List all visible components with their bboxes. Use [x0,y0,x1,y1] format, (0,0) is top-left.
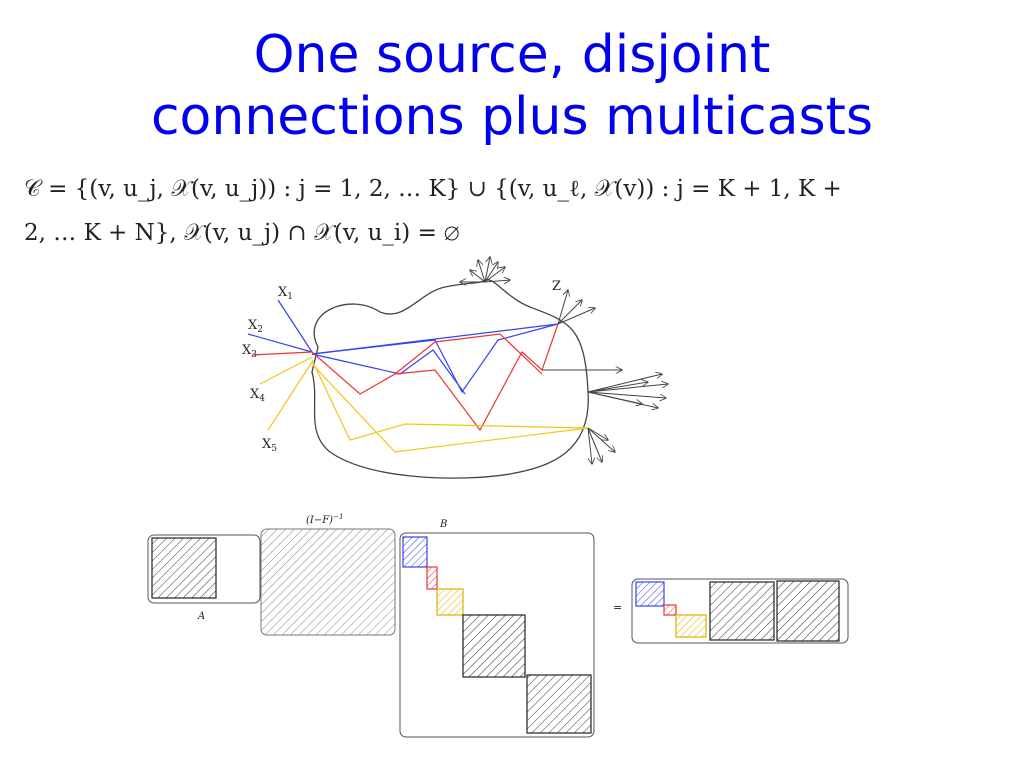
red-path-1 [311,323,559,432]
blue-path-2 [311,323,559,394]
input-line-x1 [277,299,313,353]
label-b: B [439,519,447,530]
label-x4: X4 [250,387,265,404]
matrix-a-block [151,537,217,599]
matrix-product-diagram: A (I−F)−1 B = [147,513,849,738]
network-diagram: X1 X2 X3 X4 X5 Z [242,252,680,479]
label-inverse: (I−F)−1 [306,513,343,526]
result-block-black-2 [776,580,840,642]
matrix-b-block-yellow [436,588,464,616]
input-line-x2 [247,333,313,353]
title-line-1: One source, disjoint [253,25,771,85]
result-block-black-1 [709,581,775,641]
label-x5: X5 [262,437,277,454]
matrix-b-frame [399,532,595,738]
matrix-inverse-frame [260,528,396,636]
blue-path-3 [311,349,466,395]
result-block-blue [635,581,665,607]
equals-sign: = [613,601,622,614]
red-path-2 [394,333,543,375]
result-block-yellow [675,614,707,638]
matrix-b-block-red [426,566,438,590]
formula-line-2: 2, … K + N}, 𝒳(v, u_j) ∩ 𝒳(v, u_i) = ∅ [24,220,460,246]
label-a: A [197,611,205,622]
top-output-arrows [460,257,510,282]
label-x3: X3 [242,343,257,360]
matrix-b-block-blue [402,536,428,568]
z-output-arrows [557,290,595,325]
label-x2: X2 [248,318,263,335]
network-boundary [311,279,589,479]
input-line-x3 [251,351,313,356]
input-line-x5 [267,361,313,431]
slide-title: One source, disjoint connections plus mu… [0,24,1024,148]
matrix-a-frame [147,534,261,604]
matrix-b-block-black-1 [462,614,526,678]
formula-line-1: 𝒞 = {(v, u_j, 𝒳(v, u_j)) : j = 1, 2, … K… [24,176,842,202]
label-x1: X1 [278,285,293,302]
title-line-2: connections plus multicasts [150,87,874,147]
label-z: Z [552,279,561,294]
bottom-output-arrows [587,427,615,464]
yellow-path-1 [311,359,589,441]
right-output-arrows [587,374,668,408]
yellow-path-2 [311,363,589,453]
input-line-x4 [259,356,313,385]
result-block-red [663,604,677,616]
matrix-b-block-black-2 [526,674,592,734]
result-frame [631,578,849,644]
